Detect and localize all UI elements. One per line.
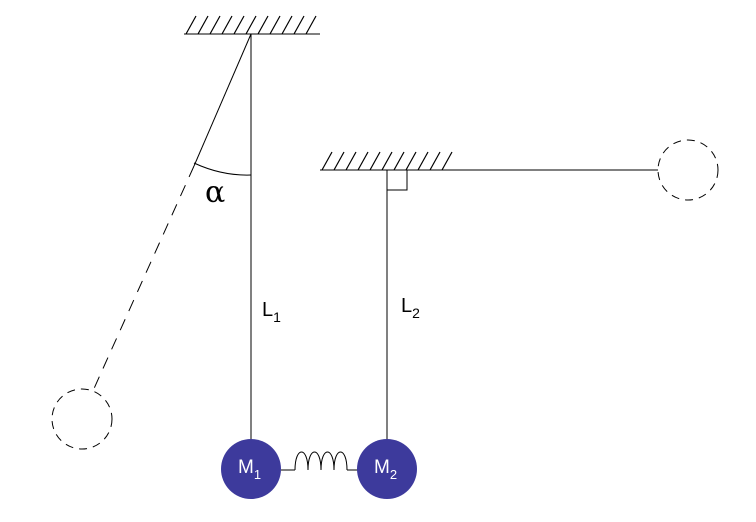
hatch-mark	[257, 15, 269, 35]
hatch-mark	[369, 151, 381, 171]
hatch-mark	[245, 15, 257, 35]
pendulum-2-displaced-mass-ghost	[657, 139, 719, 201]
length-label-l2: L2	[401, 295, 420, 321]
pendulum-1-displaced-rod-dashed	[91, 165, 195, 394]
hatch-mark	[321, 151, 333, 171]
length-label-l1: L1	[262, 299, 281, 325]
hatch-mark	[209, 15, 221, 35]
hatch-mark	[429, 151, 441, 171]
hatch-mark	[417, 151, 429, 171]
hatch-mark	[233, 15, 245, 35]
hatch-mark	[185, 15, 197, 35]
hatch-mark	[405, 151, 417, 171]
hatch-mark	[393, 151, 405, 171]
angle-alpha-label: α	[205, 175, 225, 210]
hatch-mark	[305, 15, 317, 35]
length-label-l2-subscript: 2	[412, 305, 420, 321]
pendulum-1-displaced-mass-ghost	[51, 388, 113, 450]
mass-1-ball	[221, 439, 281, 499]
mass-1: M1	[221, 439, 281, 499]
mass-1-label-subscript: 1	[254, 467, 261, 482]
hatch-mark	[269, 15, 281, 35]
spring	[281, 451, 358, 471]
hatch-mark	[357, 151, 369, 171]
mass-2-label-subscript: 2	[390, 467, 397, 482]
hatch-mark	[345, 151, 357, 171]
mass-2: M2	[357, 439, 417, 499]
ceiling-support-left	[184, 15, 320, 35]
ceiling-support-right	[320, 151, 457, 171]
angle-arc	[193, 162, 252, 176]
mass-2-label: M2	[374, 457, 397, 482]
hatch-mark	[333, 151, 345, 171]
mass-1-label: M1	[238, 457, 261, 482]
hatch-mark	[441, 151, 453, 171]
length-label-l1-subscript: 1	[273, 309, 281, 325]
hatch-mark	[381, 151, 393, 171]
hatch-mark	[197, 15, 209, 35]
pendulum-1-displaced-rod-solid	[193, 33, 252, 167]
hatch-mark	[281, 15, 293, 35]
hatch-mark	[293, 15, 305, 35]
mass-2-ball	[357, 439, 417, 499]
right-angle-marker	[387, 170, 408, 191]
hatch-mark	[221, 15, 233, 35]
